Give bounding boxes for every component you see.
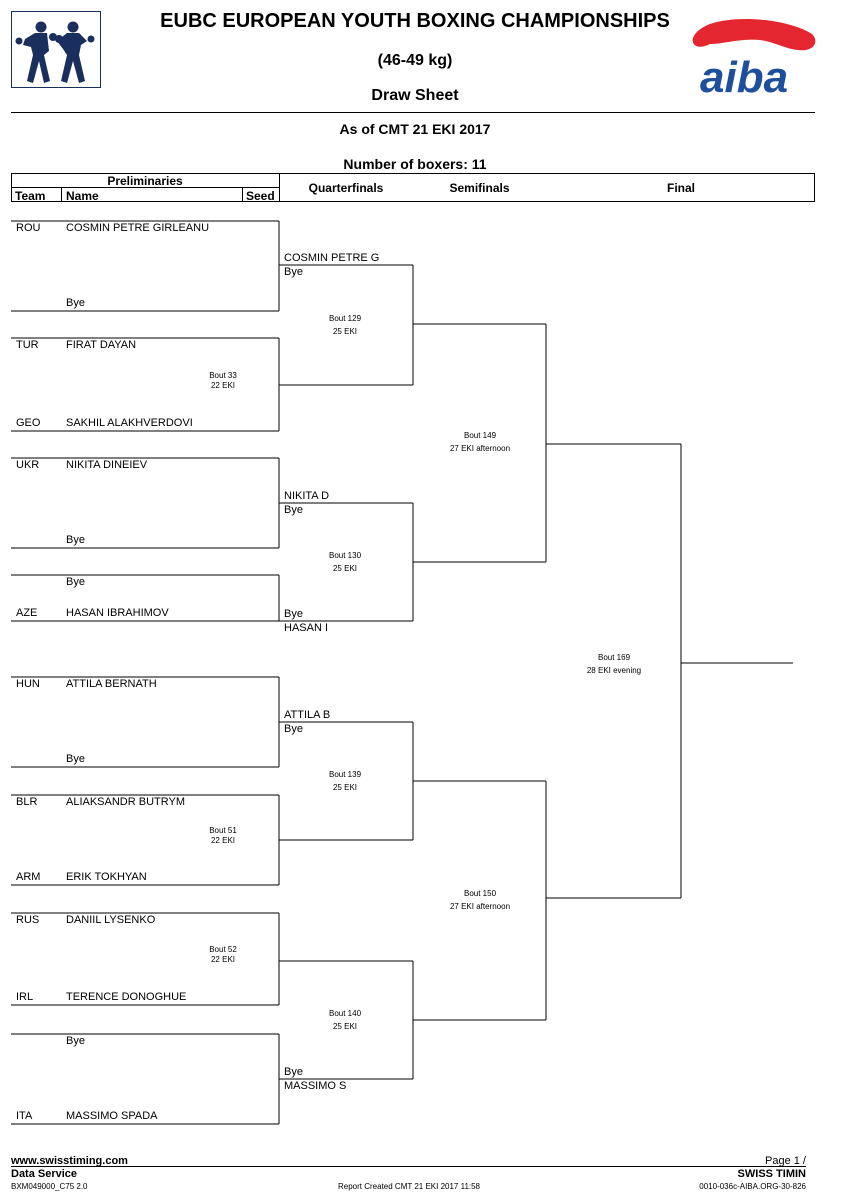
qf-bout-number: Bout 130 (328, 551, 362, 560)
header-seed-divider (242, 187, 243, 202)
qf-bout-date: 25 EKI (332, 327, 357, 336)
entry-name: NIKITA DINEIEV (66, 459, 148, 471)
entry-name: ALIAKSANDR BUTRYM (66, 796, 185, 808)
qf-slot-top: Bye (284, 1066, 303, 1078)
footer-code: BXM049000_C75 2.0 (11, 1182, 88, 1191)
entry-name: MASSIMO SPADA (66, 1110, 158, 1122)
entry-name: ERIK TOKHYAN (66, 871, 147, 883)
entry-team: ROU (16, 222, 41, 234)
event-title: EUBC EUROPEAN YOUTH BOXING CHAMPIONSHIPS (160, 10, 670, 32)
entry-name: Bye (66, 297, 85, 309)
boxer-count: Number of boxers: 11 (343, 156, 487, 172)
weight-class: (46-49 kg) (377, 52, 453, 69)
qf-slot-bottom: Bye (284, 266, 303, 278)
entry-team: RUS (16, 914, 40, 926)
footer-service: Data Service (11, 1168, 78, 1180)
prelim-bout-number: Bout 51 (209, 826, 237, 835)
as-of-date: As of CMT 21 EKI 2017 (339, 121, 491, 137)
entry-team: BLR (16, 796, 38, 808)
qf-bout-date: 25 EKI (332, 564, 357, 573)
qf-slot-top: NIKITA D (284, 490, 330, 502)
qf-slot-top: ATTILA B (284, 709, 331, 721)
qf-bout-number: Bout 139 (328, 770, 362, 779)
entry-team: ITA (16, 1110, 33, 1122)
header-inner-line (11, 187, 279, 188)
entry-team: IRL (16, 991, 34, 1003)
entry-team: GEO (16, 417, 41, 429)
prelim-bout-date: 22 EKI (210, 836, 235, 845)
footer-ref: 0010-036c-AIBA.ORG-30-826 (699, 1182, 806, 1191)
final-header: Final (666, 181, 695, 195)
entry-name: SAKHIL ALAKHVERDOVI (66, 417, 193, 429)
entry-name: Bye (66, 534, 85, 546)
boxers-logo (11, 11, 101, 88)
prelim-bout-number: Bout 52 (209, 945, 237, 954)
svg-text:aiba: aiba (700, 53, 788, 96)
seed-header: Seed (246, 189, 275, 203)
qf-slot-bottom: MASSIMO S (284, 1080, 347, 1092)
entry-name: Bye (66, 576, 85, 588)
header-name-divider (61, 187, 62, 202)
entry-team: HUN (16, 678, 40, 690)
prelim-bout-number: Bout 33 (209, 370, 237, 380)
footer-website[interactable]: www.swisstiming.com (11, 1155, 128, 1167)
sf-bout-date: 27 EKI afternoon (449, 444, 511, 453)
entry-name: COSMIN PETRE GIRLEANU (66, 222, 210, 234)
sf-bout-number: Bout 150 (463, 888, 497, 898)
prelim-bout-date: 22 EKI (210, 380, 235, 390)
prelim-bout-date: 22 EKI (210, 955, 235, 964)
entry-name: FIRAT DAYAN (66, 339, 137, 351)
qf-bout-number: Bout 140 (328, 1009, 362, 1018)
semifinals-header: Semifinals (449, 181, 510, 195)
entry-name: TERENCE DONOGHUE (66, 991, 187, 1003)
footer-page: Page 1 / (765, 1155, 806, 1167)
sf-bout-number: Bout 149 (463, 431, 497, 440)
qf-bout-number: Bout 129 (328, 314, 362, 323)
sf-bout-date: 27 EKI afternoon (449, 901, 511, 911)
entry-team: TUR (16, 339, 39, 351)
team-header: Team (15, 189, 46, 203)
aiba-logo: aiba (680, 14, 820, 102)
qf-bout-date: 25 EKI (332, 783, 357, 792)
header-col-divider (279, 173, 280, 202)
qf-slot-top: COSMIN PETRE G (284, 252, 380, 264)
final-bout-number: Bout 169 (597, 653, 631, 662)
preliminaries-header: Preliminaries (107, 174, 183, 188)
qf-slot-bottom: Bye (284, 723, 303, 735)
entry-name: Bye (66, 753, 85, 765)
entry-team: UKR (16, 459, 40, 471)
footer-divider (11, 1166, 806, 1167)
qf-bout-date: 25 EKI (332, 1022, 357, 1031)
name-header: Name (66, 189, 99, 203)
qf-slot-top: Bye (284, 608, 303, 620)
quarterfinals-header: Quarterfinals (308, 181, 384, 195)
entry-team: AZE (16, 607, 38, 619)
entry-name: Bye (66, 1035, 85, 1047)
footer-brand: SWISS TIMIN (737, 1168, 806, 1180)
qf-slot-bottom: Bye (284, 504, 303, 516)
entry-name: HASAN IBRAHIMOV (66, 607, 169, 619)
entry-name: ATTILA BERNATH (66, 678, 157, 690)
entry-name: DANIIL LYSENKO (66, 914, 156, 926)
sheet-title: Draw Sheet (371, 87, 459, 104)
entry-team: ARM (16, 871, 41, 883)
qf-slot-bottom: HASAN I (284, 622, 329, 634)
footer-created: Report Created CMT 21 EKI 2017 11:58 (338, 1182, 481, 1191)
header-divider (11, 112, 815, 113)
final-bout-date: 28 EKI evening (586, 666, 642, 675)
